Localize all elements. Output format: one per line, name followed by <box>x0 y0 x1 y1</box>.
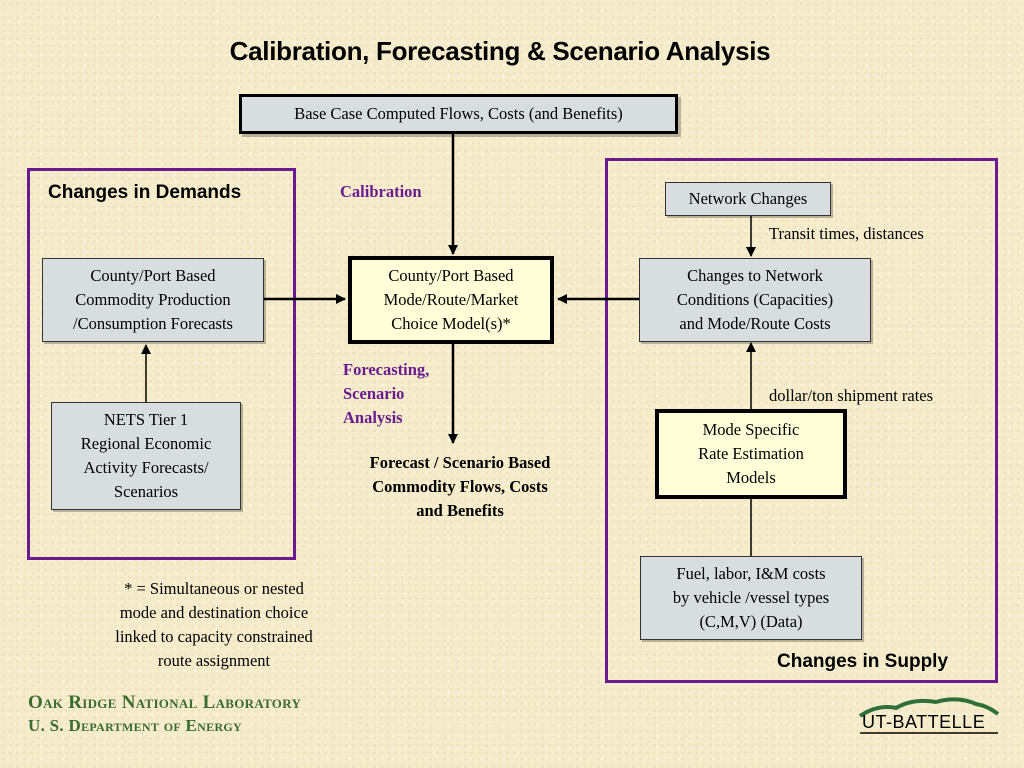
forecasting-label: Forecasting, Scenario Analysis <box>343 360 430 427</box>
slide-title: Calibration, Forecasting & Scenario Anal… <box>229 36 771 66</box>
footnote: * = Simultaneous or nested mode and dest… <box>115 579 313 670</box>
shipment-rates-label: dollar/ton shipment rates <box>769 386 934 405</box>
transit-times-label: Transit times, distances <box>769 224 924 243</box>
rate-estimation-box: Mode Specific Rate Estimation Models <box>655 409 847 499</box>
choice-model-box: County/Port Based Mode/Route/Market Choi… <box>348 256 554 344</box>
calibration-label: Calibration <box>340 182 422 201</box>
demands-region-label: Changes in Demands <box>48 182 242 203</box>
nets-forecasts-box: NETS Tier 1 Regional Economic Activity F… <box>51 402 241 510</box>
network-changes-box: Network Changes <box>665 182 831 216</box>
ut-battelle-wordmark: UT-BATTELLE <box>862 712 986 732</box>
forecast-output-label: Forecast / Scenario Based Commodity Flow… <box>369 453 551 520</box>
network-conditions-box: Changes to Network Conditions (Capacitie… <box>639 258 871 342</box>
mountain-logo-icon <box>858 697 1000 734</box>
org-department: U. S. Department of Energy <box>28 716 242 736</box>
commodity-forecasts-box: County/Port Based Commodity Production /… <box>42 258 264 342</box>
base-case-box: Base Case Computed Flows, Costs (and Ben… <box>239 94 678 134</box>
supply-region <box>605 158 998 683</box>
demands-region <box>27 168 296 560</box>
ut-battelle-logo: UT-BATTELLE <box>858 694 1000 740</box>
org-name: Oak Ridge National Laboratory <box>28 692 301 714</box>
supply-region-label: Changes in Supply <box>777 651 949 672</box>
org-name-text: Oak Ridge National Laboratory <box>28 692 302 713</box>
org-department-text: U. S. Department of Energy <box>28 716 243 735</box>
cost-data-box: Fuel, labor, I&M costs by vehicle /vesse… <box>640 556 862 640</box>
